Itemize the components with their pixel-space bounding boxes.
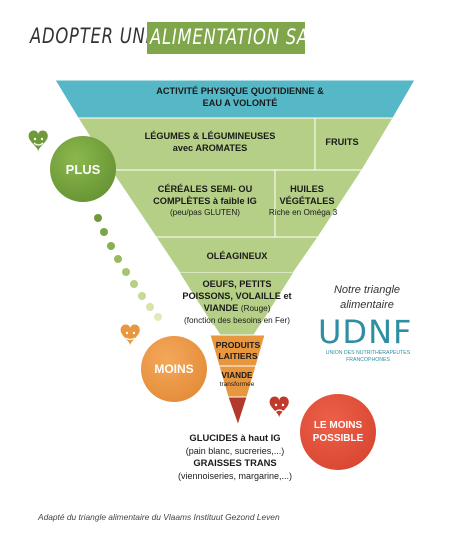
bottom-text: GLUCIDES à haut IG (pain blanc, sucrerie…: [177, 432, 293, 481]
label-oleagineux: OLÉAGINEUX: [206, 251, 268, 261]
sad-heart-icon: [269, 396, 289, 418]
circle-plus: PLUS: [50, 136, 116, 202]
title-highlight-box: [147, 22, 305, 54]
trail-dot: [146, 303, 154, 311]
udnf-logo-subtitle: UNION DES NUTRITHÉRAPEUTES FRANCOPHONES: [325, 350, 411, 363]
trail-dot: [94, 214, 102, 222]
title-right: ALIMENTATION SANTÉ: [150, 25, 344, 49]
title-left: ADOPTER UNE: [30, 24, 157, 48]
circle-moins: MOINS: [141, 336, 207, 402]
trail-dot: [100, 228, 108, 236]
trail-dot: [114, 255, 122, 263]
trail-dot: [122, 268, 130, 276]
trail-dot: [130, 280, 138, 288]
trail-dot: [154, 313, 162, 321]
trail-dot: [107, 242, 115, 250]
label-activite: ACTIVITÉ PHYSIQUE QUOTIDIENNE &EAU A VOL…: [156, 86, 324, 108]
tier-tip: [227, 396, 248, 427]
footer-credit: Adapté du triangle alimentaire du Vlaams…: [38, 512, 280, 522]
tier-oeufs-fill: [180, 273, 293, 325]
udnf-logo: UDNF: [318, 313, 413, 351]
happy-heart-icon: [28, 130, 48, 152]
label-fruits: FRUITS: [325, 137, 359, 147]
neutral-heart-icon: [120, 324, 140, 346]
trail-dot: [138, 292, 146, 300]
